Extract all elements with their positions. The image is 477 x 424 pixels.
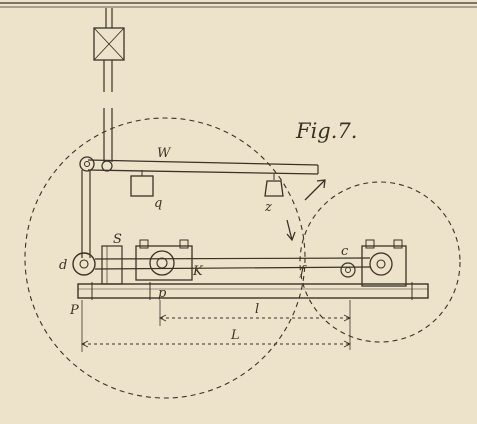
label-f: f [299, 264, 307, 279]
label-L: L [230, 328, 240, 343]
label-S: S [113, 232, 122, 247]
top-rod [93, 8, 125, 162]
label-P: P [69, 303, 79, 318]
link-rod [81, 170, 91, 258]
figure-title: Fig.7. [295, 119, 357, 143]
roller-c [340, 262, 356, 278]
right-bearing [361, 239, 407, 287]
label-c: c [341, 244, 349, 259]
label-W: W [157, 146, 172, 161]
plate-top-border [0, 2, 477, 8]
weight-z [264, 174, 284, 197]
dimension-l [158, 300, 352, 350]
label-p: p [158, 286, 167, 301]
rotation-arrow-down [286, 219, 296, 242]
left-bearing [135, 239, 193, 281]
label-z: z [264, 200, 272, 215]
rotation-arrow-up [304, 179, 326, 201]
label-q: q [154, 196, 162, 211]
weight-q [130, 170, 154, 197]
label-K: K [192, 264, 204, 279]
base-plate [77, 282, 429, 300]
lever-W [79, 156, 319, 175]
shaft-K [94, 257, 371, 270]
support-S [101, 245, 123, 285]
label-l: l [255, 302, 259, 317]
dimension-L [80, 300, 352, 352]
crank-d [72, 252, 96, 276]
small-swing-circle [299, 181, 461, 343]
label-d: d [59, 258, 67, 273]
